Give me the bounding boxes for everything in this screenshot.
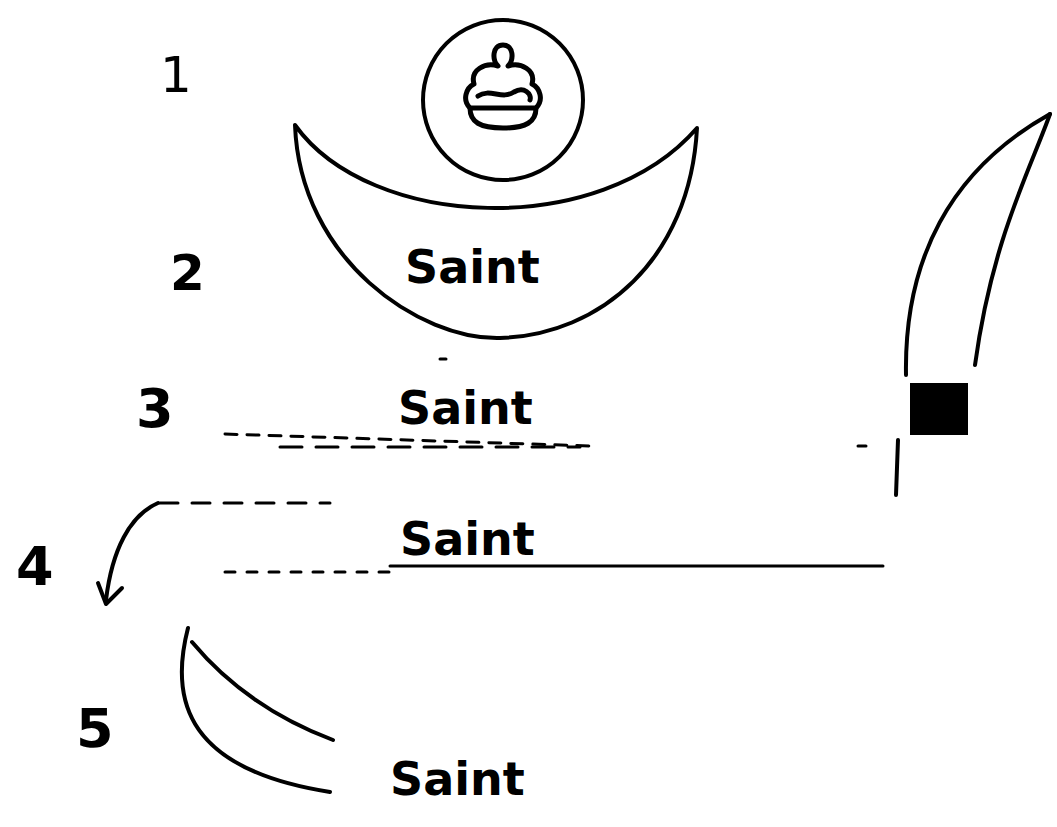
blade-figure [896, 114, 1050, 495]
callout-number: 1 [160, 50, 192, 100]
item-label: Saint [398, 385, 533, 431]
callout-number: 4 [16, 540, 54, 594]
callout-number: 5 [76, 702, 114, 756]
callout-number: 2 [170, 248, 205, 298]
item-label: Saint [390, 756, 525, 802]
crescent-band: Saint [290, 120, 702, 345]
item-label: Saint [400, 516, 535, 562]
crescent-outline [295, 125, 697, 338]
baseline [160, 503, 883, 572]
curved-shape [182, 628, 333, 792]
node-label: Saint [405, 244, 540, 290]
curved-arrow [98, 503, 158, 604]
crescent-outline [290, 120, 702, 345]
emblem-circle [423, 20, 583, 180]
dashed-line [225, 359, 866, 447]
callout-number: 3 [136, 382, 174, 436]
crown-symbol [466, 45, 541, 128]
